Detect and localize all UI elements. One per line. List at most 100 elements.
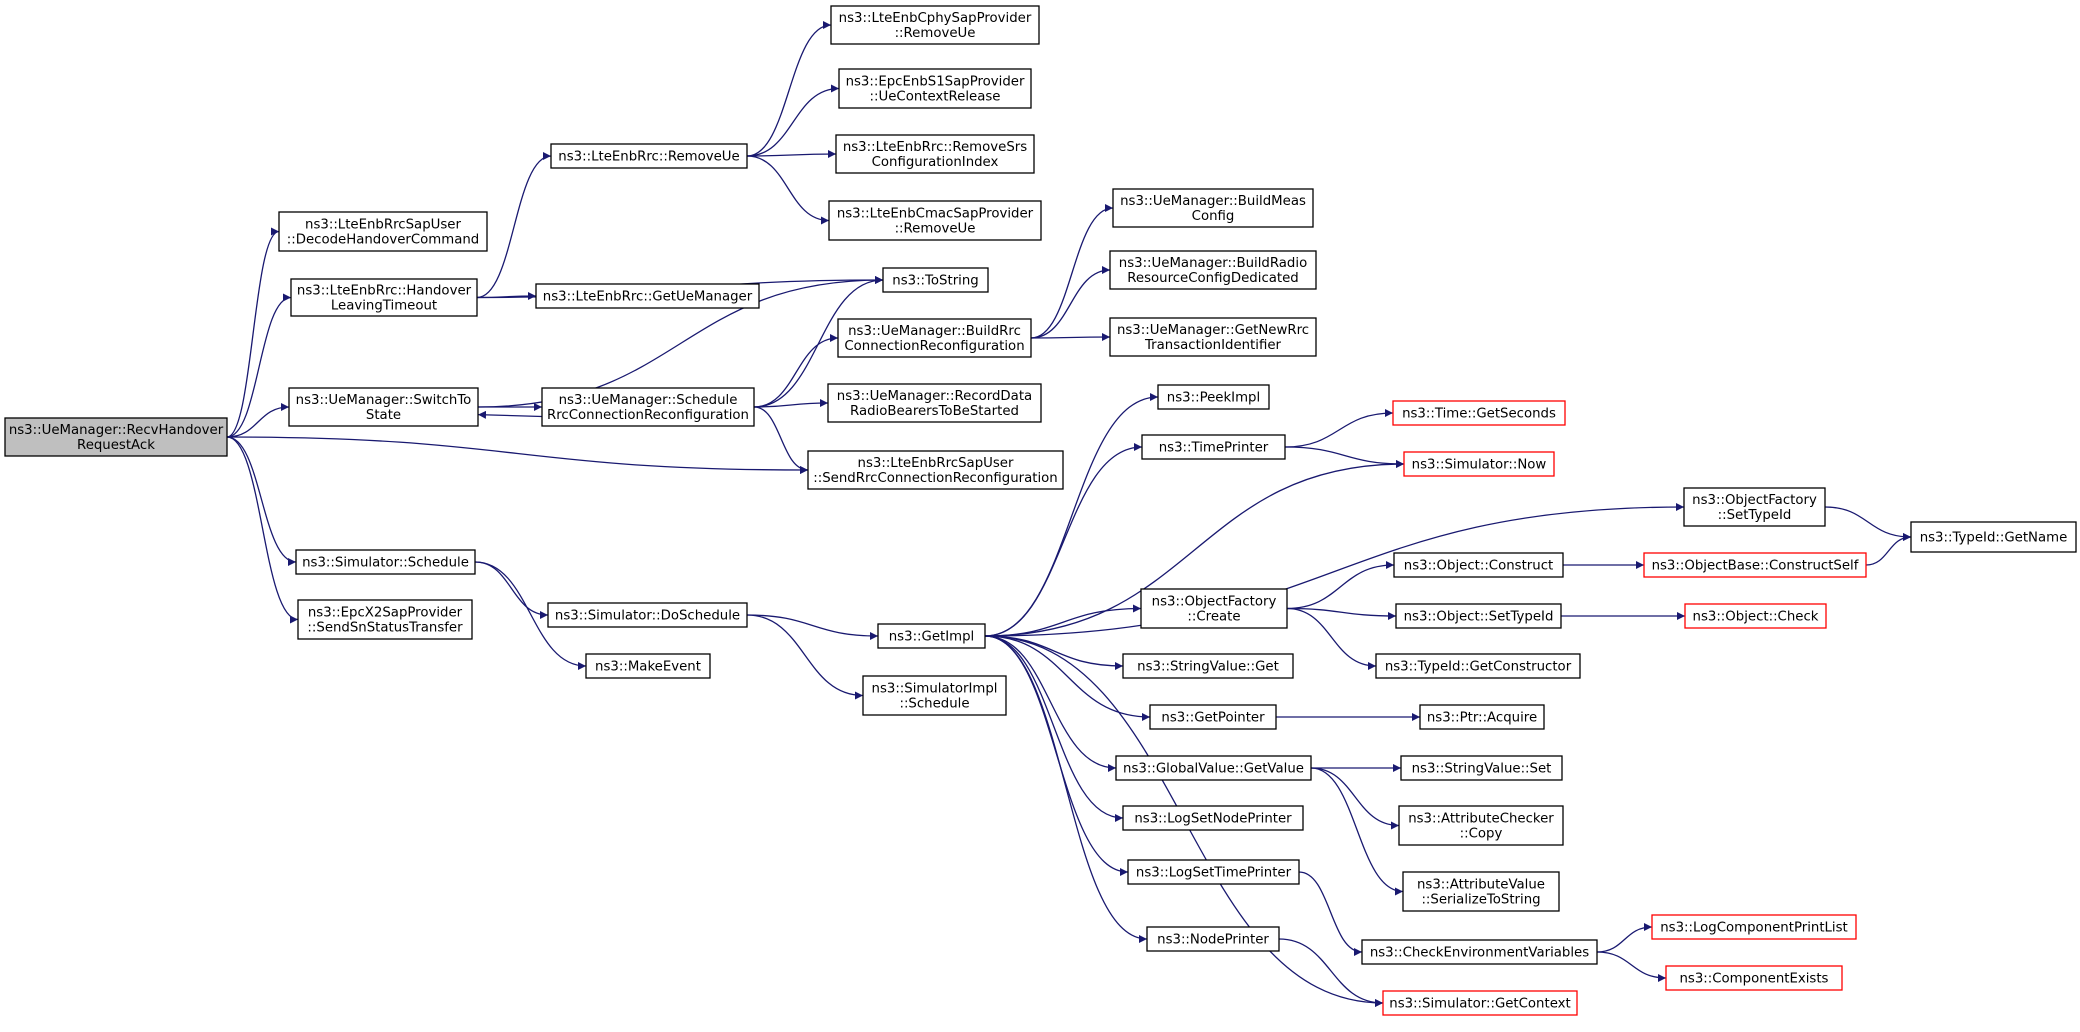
node-box [1109, 250, 1317, 290]
node-globalget[interactable]: ns3::GlobalValue::GetValue [1115, 755, 1312, 781]
node-box [1122, 805, 1304, 831]
node-doschedule[interactable]: ns3::Simulator::DoSchedule [547, 602, 748, 628]
node-strvalget[interactable]: ns3::StringValue::Get [1122, 653, 1294, 679]
node-label: ns3::LteEnbRrcSapUser [305, 218, 461, 233]
node-box [882, 267, 989, 293]
node-box [1684, 603, 1827, 629]
node-label: ns3::UeManager::BuildRadio [1119, 256, 1307, 271]
node-objcheck[interactable]: ns3::Object::Check [1684, 603, 1827, 629]
node-peekimpl[interactable]: ns3::PeekImpl [1157, 384, 1270, 410]
node-box [1910, 521, 2077, 553]
node-timeprinter[interactable]: ns3::TimePrinter [1141, 434, 1286, 460]
node-box [288, 387, 479, 427]
node-cphy[interactable]: ns3::LteEnbCphySapProvider::RemoveUe [830, 5, 1040, 45]
node-label: ns3::LogSetTimePrinter [1136, 866, 1292, 881]
node-attrvalser[interactable]: ns3::AttributeValue::SerializeToString [1402, 871, 1560, 912]
node-layer: ns3::UeManager::RecvHandoverRequestAckns… [4, 5, 2077, 1016]
node-srs[interactable]: ns3::LteEnbRrc::RemoveSrsConfigurationIn… [835, 134, 1035, 174]
edge-removeue-to-cphy [746, 21, 832, 157]
node-strvalset[interactable]: ns3::StringValue::Set [1400, 755, 1563, 781]
node-label: ns3::Simulator::Now [1412, 458, 1547, 473]
node-label: ns3::Simulator::Schedule [302, 556, 469, 571]
edge-root-to-epcx2 [226, 436, 299, 624]
node-objfactcreate[interactable]: ns3::ObjectFactory::Create [1140, 588, 1288, 629]
node-settypeid[interactable]: ns3::ObjectFactory::SetTypeId [1683, 487, 1826, 527]
edge-schedrrc-to-switch [477, 410, 543, 419]
edge-root-to-simsched [226, 436, 297, 566]
node-getpointer[interactable]: ns3::GetPointer [1149, 704, 1277, 730]
node-logcomplist[interactable]: ns3::LogComponentPrintList [1651, 914, 1857, 940]
node-box [1643, 552, 1867, 578]
node-label: ns3::LogComponentPrintList [1660, 921, 1848, 936]
node-attrcheckcopy[interactable]: ns3::AttributeChecker::Copy [1398, 805, 1564, 846]
node-label: ns3::SimulatorImpl [872, 682, 998, 697]
node-schedrrc[interactable]: ns3::UeManager::ScheduleRrcConnectionRec… [541, 387, 755, 427]
node-makeevent[interactable]: ns3::MakeEvent [585, 653, 711, 679]
node-box [535, 283, 760, 309]
node-box [290, 278, 478, 317]
edge-objfactcreate-to-getconstructor [1286, 607, 1377, 670]
node-box [585, 653, 711, 679]
node-label: ns3::LteEnbRrc::Handover [297, 284, 472, 299]
node-getseconds[interactable]: ns3::Time::GetSeconds [1392, 400, 1566, 426]
node-constructself[interactable]: ns3::ObjectBase::ConstructSelf [1643, 552, 1867, 578]
edge-root-to-decode [226, 227, 280, 438]
node-logtime[interactable]: ns3::LogSetTimePrinter [1127, 859, 1300, 885]
node-typeidname[interactable]: ns3::TypeId::GetName [1910, 521, 2077, 553]
node-lognode[interactable]: ns3::LogSetNodePrinter [1122, 805, 1304, 831]
edge-buildrrc-to-buildmeas [1030, 204, 1114, 339]
node-getuemgr[interactable]: ns3::LteEnbRrc::GetUeManager [535, 283, 760, 309]
node-box [1419, 704, 1545, 730]
node-getcontext[interactable]: ns3::Simulator::GetContext [1382, 990, 1578, 1016]
node-nodeprinter[interactable]: ns3::NodePrinter [1146, 926, 1280, 952]
node-getimpl[interactable]: ns3::GetImpl [877, 623, 986, 649]
node-objconstruct[interactable]: ns3::Object::Construct [1393, 552, 1564, 578]
node-label: ns3::Ptr::Acquire [1427, 711, 1537, 726]
node-s1[interactable]: ns3::EpcEnbS1SapProvider::UeContextRelea… [838, 68, 1032, 109]
edge-simsched-to-makeevent [474, 561, 587, 670]
edge-objfactcreate-to-objsettypeid [1286, 607, 1397, 620]
node-epcx2[interactable]: ns3::EpcX2SapProvider::SendSnStatusTrans… [297, 599, 473, 640]
edge-getimpl-to-settypeid [984, 503, 1685, 637]
edge-constructself-to-typeidname [1865, 533, 1912, 566]
node-simimplsched[interactable]: ns3::SimulatorImpl::Schedule [862, 675, 1007, 716]
node-getnewrrc[interactable]: ns3::UeManager::GetNewRrcTransactionIden… [1109, 317, 1317, 357]
node-label: ns3::TypeId::GetName [1920, 531, 2068, 546]
node-decode[interactable]: ns3::LteEnbRrcSapUser::DecodeHandoverCom… [278, 211, 488, 252]
node-buildrrc[interactable]: ns3::UeManager::BuildRrcConnectionReconf… [837, 318, 1032, 358]
edge-schedrrc-to-buildrrc [753, 334, 839, 408]
node-box [838, 68, 1032, 109]
node-box [1393, 552, 1564, 578]
node-label: ns3::EpcEnbS1SapProvider [846, 75, 1025, 90]
edge-globalget-to-attrcheckcopy [1310, 767, 1400, 830]
node-sendrrc[interactable]: ns3::LteEnbRrcSapUser::SendRrcConnection… [807, 450, 1064, 490]
node-simsched[interactable]: ns3::Simulator::Schedule [295, 549, 476, 575]
node-box [862, 675, 1007, 716]
node-compexists[interactable]: ns3::ComponentExists [1665, 965, 1843, 991]
node-tostring[interactable]: ns3::ToString [882, 267, 989, 293]
node-cmac[interactable]: ns3::LteEnbCmacSapProvider::RemoveUe [828, 200, 1042, 241]
node-objsettypeid[interactable]: ns3::Object::SetTypeId [1395, 603, 1562, 629]
node-getconstructor[interactable]: ns3::TypeId::GetConstructor [1375, 653, 1581, 679]
edge-globalget-to-attrvalser [1310, 767, 1404, 896]
node-box [1395, 603, 1562, 629]
node-box [1146, 926, 1280, 952]
node-buildradio[interactable]: ns3::UeManager::BuildRadioResourceConfig… [1109, 250, 1317, 290]
node-box [1651, 914, 1857, 940]
node-removeue[interactable]: ns3::LteEnbRrc::RemoveUe [550, 143, 748, 169]
node-box [1112, 188, 1314, 228]
node-box [1140, 588, 1288, 629]
node-recorddata[interactable]: ns3::UeManager::RecordDataRadioBearersTo… [827, 383, 1042, 423]
node-box [1109, 317, 1317, 357]
node-ptracquire[interactable]: ns3::Ptr::Acquire [1419, 704, 1545, 730]
node-label: ns3::LogSetNodePrinter [1134, 812, 1292, 827]
edge-getimpl-to-objfactcreate [984, 604, 1142, 637]
node-simnow[interactable]: ns3::Simulator::Now [1403, 451, 1555, 477]
node-box [837, 318, 1032, 358]
node-checkenv[interactable]: ns3::CheckEnvironmentVariables [1361, 939, 1598, 965]
